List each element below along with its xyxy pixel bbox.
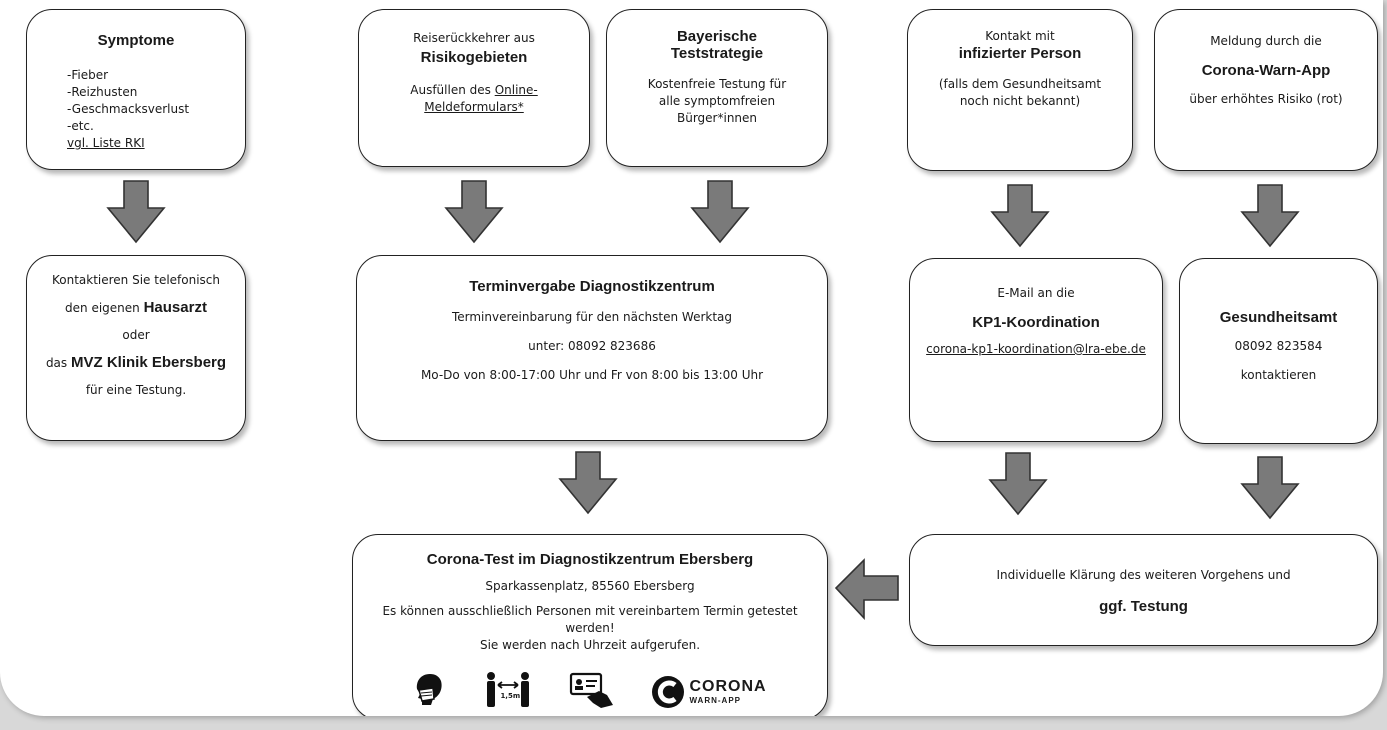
box-kp1-koordination: E-Mail an die KP1-Koordination corona-kp… [909, 258, 1163, 442]
box-symptome: Symptome -Fieber -Reizhusten -Geschmacks… [26, 9, 246, 170]
cwa-logo-text: CORONA WARN-APP [689, 679, 766, 705]
kp1-email-link[interactable]: corona-kp1-koordination@lra-ebe.de [926, 342, 1146, 356]
box-individuelle-klaerung: Individuelle Klärung des weiteren Vorgeh… [909, 534, 1378, 646]
bayern-title1: Bayerische [676, 28, 758, 45]
symptome-list: -Fieber -Reizhusten -Geschmacksverlust -… [27, 67, 245, 152]
test-note: Sie werden nach Uhrzeit aufgerufen. [479, 638, 701, 652]
cwa-logo-small: WARN-APP [689, 696, 741, 705]
symptome-item: -Geschmacksverlust [67, 102, 190, 116]
klaerung-line1: Individuelle Klärung des weiteren Vorgeh… [996, 568, 1291, 582]
box-reiserueckkehrer: Reiserückkehrer aus Risikogebieten Ausfü… [358, 9, 590, 167]
termin-line1: Terminvereinbarung für den nächsten Werk… [451, 310, 733, 324]
arrow-down-icon [690, 180, 750, 244]
kontakt-line: (falls dem Gesundheitsamt [938, 77, 1102, 91]
hausarzt-bold: Hausarzt [143, 299, 207, 316]
kontakt-line: noch nicht bekannt) [959, 94, 1081, 108]
box-bayerische-teststrategie: Bayerische Teststrategie Kostenfreie Tes… [606, 9, 828, 167]
arrow-down-icon [106, 180, 166, 244]
warnapp-title: Corona-Warn-App [1201, 62, 1331, 79]
arrow-down-icon [558, 451, 618, 515]
online-form-link-2[interactable]: Meldeformulars* [424, 100, 524, 114]
corona-warn-app-logo-icon: CORONA WARN-APP [651, 675, 766, 709]
hausarzt-line2: den eigenen Hausarzt [27, 299, 245, 317]
hausarzt-line1: Kontaktieren Sie telefonisch [51, 273, 221, 287]
arrow-down-icon [444, 180, 504, 244]
kp1-title: KP1-Koordination [972, 314, 1100, 331]
hausarzt-line5: für eine Testung. [85, 383, 187, 397]
symptome-title: Symptome [97, 32, 175, 49]
kontakt-line1: Kontakt mit [985, 29, 1055, 43]
hausarzt-oder: oder [122, 328, 150, 342]
box-kontakt-infizierte-person: Kontakt mit infizierter Person (falls de… [907, 9, 1133, 171]
box-hausarzt: Kontaktieren Sie telefonisch den eigenen… [26, 255, 246, 441]
bayern-title2: Teststrategie [670, 45, 764, 62]
bayern-line: Kostenfreie Testung für [647, 77, 787, 91]
symptome-item: -etc. [67, 119, 94, 133]
mask-icon [413, 672, 447, 712]
hausarzt-line4-prefix: das [45, 356, 68, 370]
bayern-line: alle symptomfreien [658, 94, 776, 108]
box-corona-warn-app: Meldung durch die Corona-Warn-App über e… [1154, 9, 1378, 171]
arrow-down-icon [988, 452, 1048, 516]
test-note: Es können ausschließlich Personen mit ve… [382, 604, 798, 618]
mvz-klinik-bold: MVZ Klinik Ebersberg [71, 354, 227, 371]
symptome-item: -Fieber [67, 68, 109, 82]
reise-text-prefix: Ausfüllen des [410, 83, 491, 97]
box-corona-test: Corona-Test im Diagnostikzentrum Ebersbe… [352, 534, 828, 716]
flowchart-canvas: Symptome -Fieber -Reizhusten -Geschmacks… [0, 0, 1383, 716]
online-form-link[interactable]: Online- [494, 83, 538, 97]
kontakt-title: infizierter Person [958, 45, 1082, 62]
reise-title: Risikogebieten [420, 49, 528, 66]
arrow-down-icon [1240, 184, 1300, 248]
box-terminvergabe: Terminvergabe Diagnostikzentrum Terminve… [356, 255, 828, 441]
arrow-down-icon [1240, 456, 1300, 520]
hausarzt-line2-prefix: den eigenen [65, 301, 140, 315]
arrow-left-icon [834, 558, 900, 620]
gesundheitsamt-phone: 08092 823584 [1234, 339, 1323, 353]
warnapp-line1: Meldung durch die [1210, 34, 1322, 48]
distance-icon: 1,5m [483, 671, 533, 713]
rki-list-link[interactable]: vgl. Liste RKI [67, 136, 145, 150]
bayern-line: Bürger*innen [676, 111, 758, 125]
kp1-line1: E-Mail an die [997, 286, 1075, 300]
klaerung-title: ggf. Testung [1099, 598, 1188, 615]
reise-text: Ausfüllen des Online- [359, 82, 589, 99]
test-icons: 1,5m CORONA WARN-AP [353, 671, 827, 713]
test-title: Corona-Test im Diagnostikzentrum Ebersbe… [426, 551, 754, 568]
termin-hours: Mo-Do von 8:00-17:00 Uhr und Fr von 8:00… [420, 368, 764, 382]
termin-title: Terminvergabe Diagnostikzentrum [469, 278, 715, 295]
hausarzt-line4: das MVZ Klinik Ebersberg [27, 354, 245, 372]
reise-line1: Reiserückkehrer aus [413, 31, 535, 45]
id-card-hand-icon [569, 671, 615, 713]
test-note: werden! [565, 621, 615, 635]
arrow-down-icon [990, 184, 1050, 248]
gesundheitsamt-title: Gesundheitsamt [1219, 309, 1338, 326]
warnapp-line2: über erhöhtes Risiko (rot) [1189, 92, 1343, 106]
box-gesundheitsamt: Gesundheitsamt 08092 823584 kontaktieren [1179, 258, 1378, 444]
termin-phone: unter: 08092 823686 [528, 339, 656, 353]
distance-label: 1,5m [500, 692, 521, 700]
symptome-item: -Reizhusten [67, 85, 138, 99]
test-address: Sparkassenplatz, 85560 Ebersberg [485, 579, 695, 593]
cwa-logo-big: CORONA [689, 678, 767, 695]
gesundheitsamt-line: kontaktieren [1240, 368, 1317, 382]
